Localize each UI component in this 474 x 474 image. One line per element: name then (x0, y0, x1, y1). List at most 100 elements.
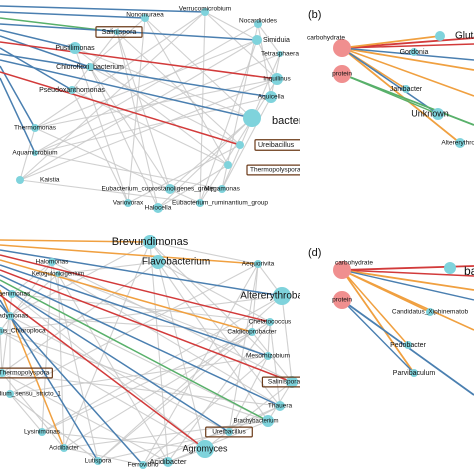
node-thermopolyspora (224, 161, 232, 169)
node-nocardioides (254, 20, 262, 28)
node-unknown (432, 108, 444, 120)
node-label-aquamicrobium: Aquamicrobium (12, 150, 57, 157)
node-protein (333, 291, 351, 309)
node-tetrasphaera (277, 51, 283, 57)
node-label-pseudoxanthomonas: Pseudoxanthomonas (39, 87, 105, 94)
edge (341, 269, 409, 346)
edge (221, 96, 272, 190)
highlight-box (254, 139, 300, 151)
node-halomonas (48, 258, 56, 266)
node-label-megamonas: Megamonas (204, 186, 241, 193)
edge (34, 23, 259, 154)
node-pseudoxanthomonas (68, 86, 76, 94)
node-label-aequorivita: Aequorivita (242, 261, 275, 268)
edge (0, 5, 206, 13)
node-label-protein: protein (332, 71, 352, 78)
node-caenimonas (8, 290, 16, 298)
node-label-flavobacterium: Flavobacterium (142, 257, 210, 268)
node-label-caldicoprobacter: Caldicoprobacter (227, 329, 277, 336)
node-ba (444, 262, 456, 274)
panel-d-network: carbohydratebaCandidatus_Xiphinematobpro… (308, 247, 474, 396)
node-ureibacillus (225, 428, 233, 436)
node-simiduia (252, 35, 262, 45)
node-protein (333, 65, 351, 83)
edge (57, 273, 269, 357)
node-label-thermomonas: Thermomonas (14, 125, 57, 132)
edge (0, 29, 76, 49)
node-label-ketogulonicigenium: Ketogulonicigenium (32, 272, 84, 278)
node-label-altererythrob: Altererythrob (441, 140, 474, 147)
node-chelatococcus (266, 318, 274, 326)
edge (0, 41, 278, 80)
node-candidatus-chloroploca (0, 327, 4, 335)
node-thermomonas (31, 124, 39, 132)
node-label-bradymonas: Bradymonas (0, 313, 29, 320)
edge (74, 47, 129, 204)
edge (127, 144, 241, 204)
edge (63, 321, 271, 449)
node-chloroflexi-bacterium (86, 63, 94, 71)
edge (0, 259, 253, 333)
edge (341, 47, 439, 115)
node-label-halocella: Halocella (145, 205, 172, 212)
node-thauera (275, 401, 285, 411)
node-label-mesorhizobium: Mesorhizobium (246, 353, 290, 360)
edge (0, 53, 272, 98)
edge (0, 330, 3, 374)
edge (1, 372, 65, 449)
node-label-janibacter: Janibacter (390, 86, 423, 93)
edge (57, 273, 281, 407)
edge (74, 47, 253, 119)
edge (1, 372, 169, 463)
node-aquamicrobium (32, 150, 38, 156)
node-label-brevundimonas: Brevundimonas (112, 236, 189, 248)
node-label-lutispora: Lutispora (85, 458, 112, 465)
node-label-acidibacter: Acidibacter (149, 457, 187, 466)
node-label-simiduia: Simiduia (263, 37, 290, 44)
edge (341, 35, 441, 49)
edge (257, 23, 281, 55)
edge (228, 355, 269, 433)
edge (89, 66, 241, 146)
edge (341, 47, 474, 97)
node-carbohydrate (333, 261, 351, 279)
node-brevundimonas (143, 235, 157, 249)
edge (1, 261, 159, 374)
edge (204, 11, 278, 80)
node-label-brachybacterium: Brachybacterium (233, 419, 278, 425)
node-caldicoprobacter (248, 328, 256, 336)
node-gordonia (410, 48, 418, 56)
node-label-altererythrobacter: Altererythrobacter (240, 291, 320, 302)
edge (0, 294, 206, 450)
node-label-chloroflexi-bacterium: Chloroflexi_bacterium (56, 64, 124, 71)
node-label-bacterium: bacterium (272, 115, 320, 127)
edge (0, 35, 91, 68)
node-label-eubacterium-coprostanoligenes-group: Eubacterium_coprostanoligenes_group (101, 186, 214, 193)
panel-a-network: VerrucomicrobiumNonomuraeaNocardioidesSa… (0, 5, 320, 213)
edge (267, 321, 271, 357)
edge (9, 393, 43, 433)
node-label-chelatococcus: Chelatococcus (249, 319, 292, 326)
edge (341, 269, 474, 301)
edge (0, 284, 230, 433)
edge (0, 244, 259, 265)
node-label-eubacterium-ruminantium-group: Eubacterium_ruminantium_group (172, 200, 268, 207)
edge (41, 331, 253, 433)
node-label-agromyces: Agromyces (182, 443, 228, 453)
node-label-ureibacillus: Ureibacillus (258, 142, 295, 149)
edge (89, 66, 171, 190)
node-verrucomicrobium (201, 8, 209, 16)
node-clostridium-sensu-stricto-1 (6, 390, 14, 398)
edge (341, 43, 474, 49)
edge (57, 273, 169, 463)
edge (341, 269, 415, 374)
node-label-nocardioides: Nocardioides (239, 18, 278, 25)
edge (167, 321, 271, 463)
edge (9, 315, 253, 333)
edge (169, 117, 253, 190)
node-label-aquicella: Aquicella (258, 94, 285, 101)
highlight-box (246, 164, 300, 176)
node-label-pedobacter: Pedobacter (390, 342, 426, 349)
